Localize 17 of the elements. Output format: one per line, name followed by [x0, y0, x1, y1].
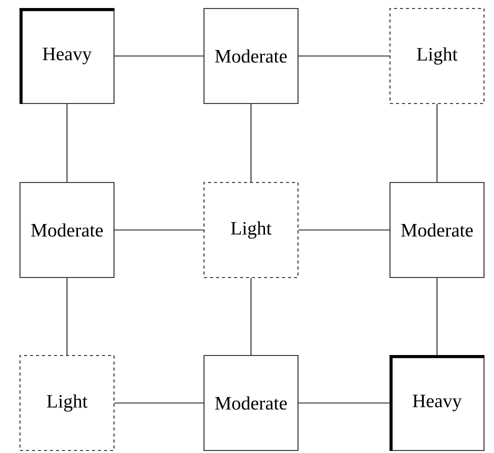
moderate-box: Moderate [204, 355, 298, 451]
light-box: Light [204, 182, 298, 278]
moderate-box: Moderate [390, 182, 484, 278]
connector-line [436, 104, 438, 182]
connector-line [298, 402, 390, 404]
light-box: Light [20, 355, 114, 451]
heavy-box: Heavy [20, 8, 114, 104]
connector-line [66, 278, 68, 356]
connector-line [250, 104, 252, 182]
connector-line [250, 278, 252, 356]
moderate-box: Moderate [204, 8, 298, 104]
connector-line [66, 104, 68, 182]
moderate-box: Moderate [20, 182, 114, 278]
light-box: Light [390, 8, 484, 104]
connector-line [436, 278, 438, 356]
connector-line [114, 402, 204, 404]
heavy-box: Heavy [390, 355, 484, 451]
